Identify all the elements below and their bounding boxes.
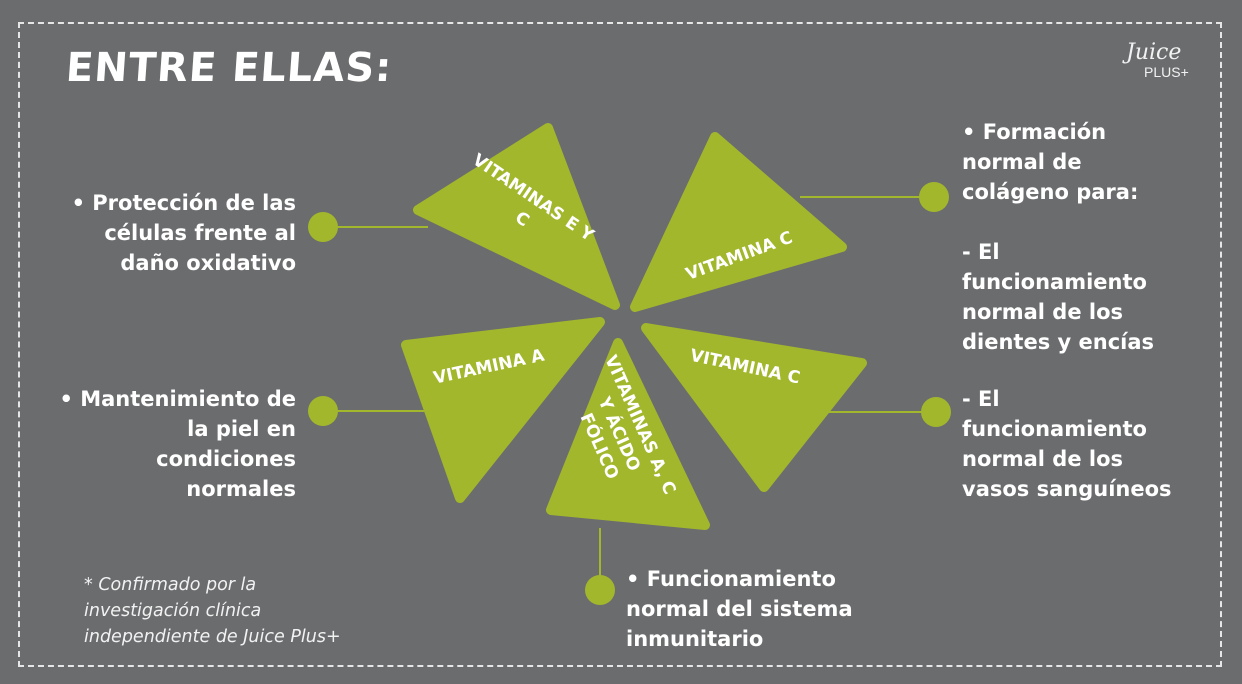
segment-vitamina-c-right: [641, 323, 867, 492]
connector-dot-right-top: [919, 182, 949, 212]
logo-text-juice: Juice: [1126, 40, 1182, 65]
connector-dot-bottom: [585, 575, 615, 605]
segment-vitamina-c-top: [630, 132, 847, 312]
benefit-right-top: • Formación normal de colágeno para: - E…: [962, 120, 1155, 354]
benefit-left-top: • Protección de las células frente al da…: [71, 191, 296, 275]
segment-vitaminas-a-c-acido-folico: [546, 338, 710, 530]
juice-plus-logo: Juice PLUS+: [1120, 40, 1200, 82]
benefit-bottom: • Funcionamiento normal del sistema inmu…: [626, 567, 853, 651]
connector-dot-left-middle: [308, 396, 338, 426]
footnote: * Confirmado por la investigación clínic…: [84, 575, 341, 647]
segment-vitaminas-e-y-c: [413, 123, 620, 310]
connector-dot-right-bottom: [921, 397, 951, 427]
benefit-right-bottom: - El funcionamiento normal de los vasos …: [962, 387, 1172, 501]
segment-vitamina-a: [401, 317, 605, 503]
logo-text-plus: PLUS+: [1144, 64, 1189, 80]
connector-dot-left-top: [308, 212, 338, 242]
dashed-frame: [18, 22, 1222, 667]
benefit-left-middle: • Mantenimiento de la piel en condicione…: [59, 387, 296, 501]
